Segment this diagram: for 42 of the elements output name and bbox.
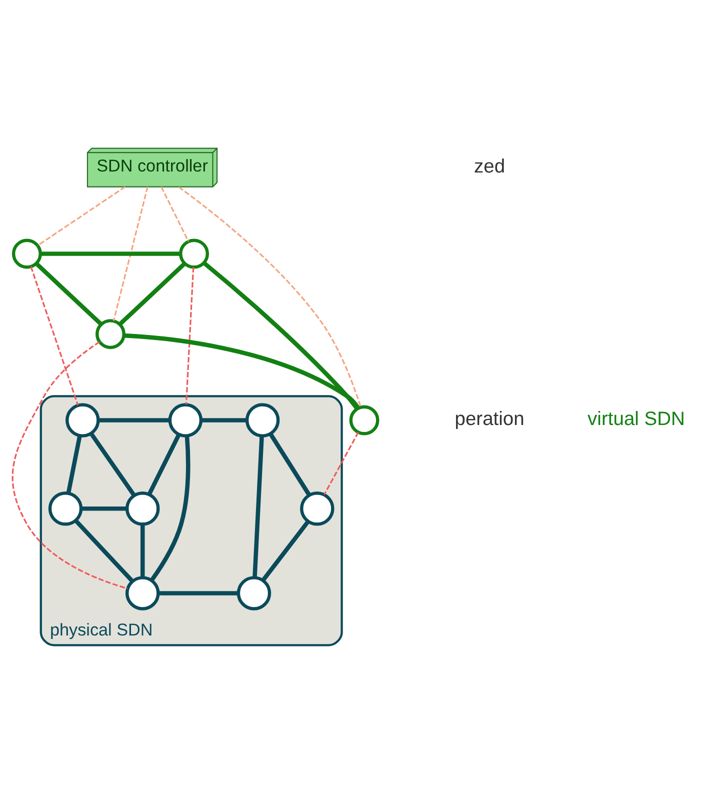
label: virtual SDN [588,408,685,430]
connector [261,520,310,582]
connector [124,333,360,410]
connector [201,418,247,422]
connector [158,591,238,596]
node-circle [349,405,380,436]
node-circle [300,491,334,526]
connector [252,436,264,578]
connector [150,436,190,582]
connector [81,506,127,511]
connector [40,252,181,256]
node-circle [96,319,126,350]
connector [268,432,311,496]
connector [202,261,359,410]
connector [160,186,190,242]
connector [89,432,136,497]
connector [147,434,181,496]
label: peration [454,408,524,430]
connector [112,186,148,321]
connector [178,186,362,408]
connector [66,435,82,494]
node-circle [12,238,42,269]
node-circle [125,491,160,526]
connector [30,266,79,406]
connector [185,267,194,404]
node-circle [168,403,203,438]
connector [74,519,134,583]
connector [12,341,128,590]
node-circle [245,403,280,438]
node-circle [125,576,160,610]
node-circle [66,403,100,438]
connector [37,186,126,246]
node-circle [236,576,272,610]
connector [324,432,360,495]
label: zed [474,156,506,178]
connector [118,262,186,326]
node-circle [179,238,209,269]
connector [34,262,102,326]
connector [140,524,145,578]
node-circle [48,491,83,526]
connector [98,418,170,422]
cluster: physical SDN [40,395,343,646]
